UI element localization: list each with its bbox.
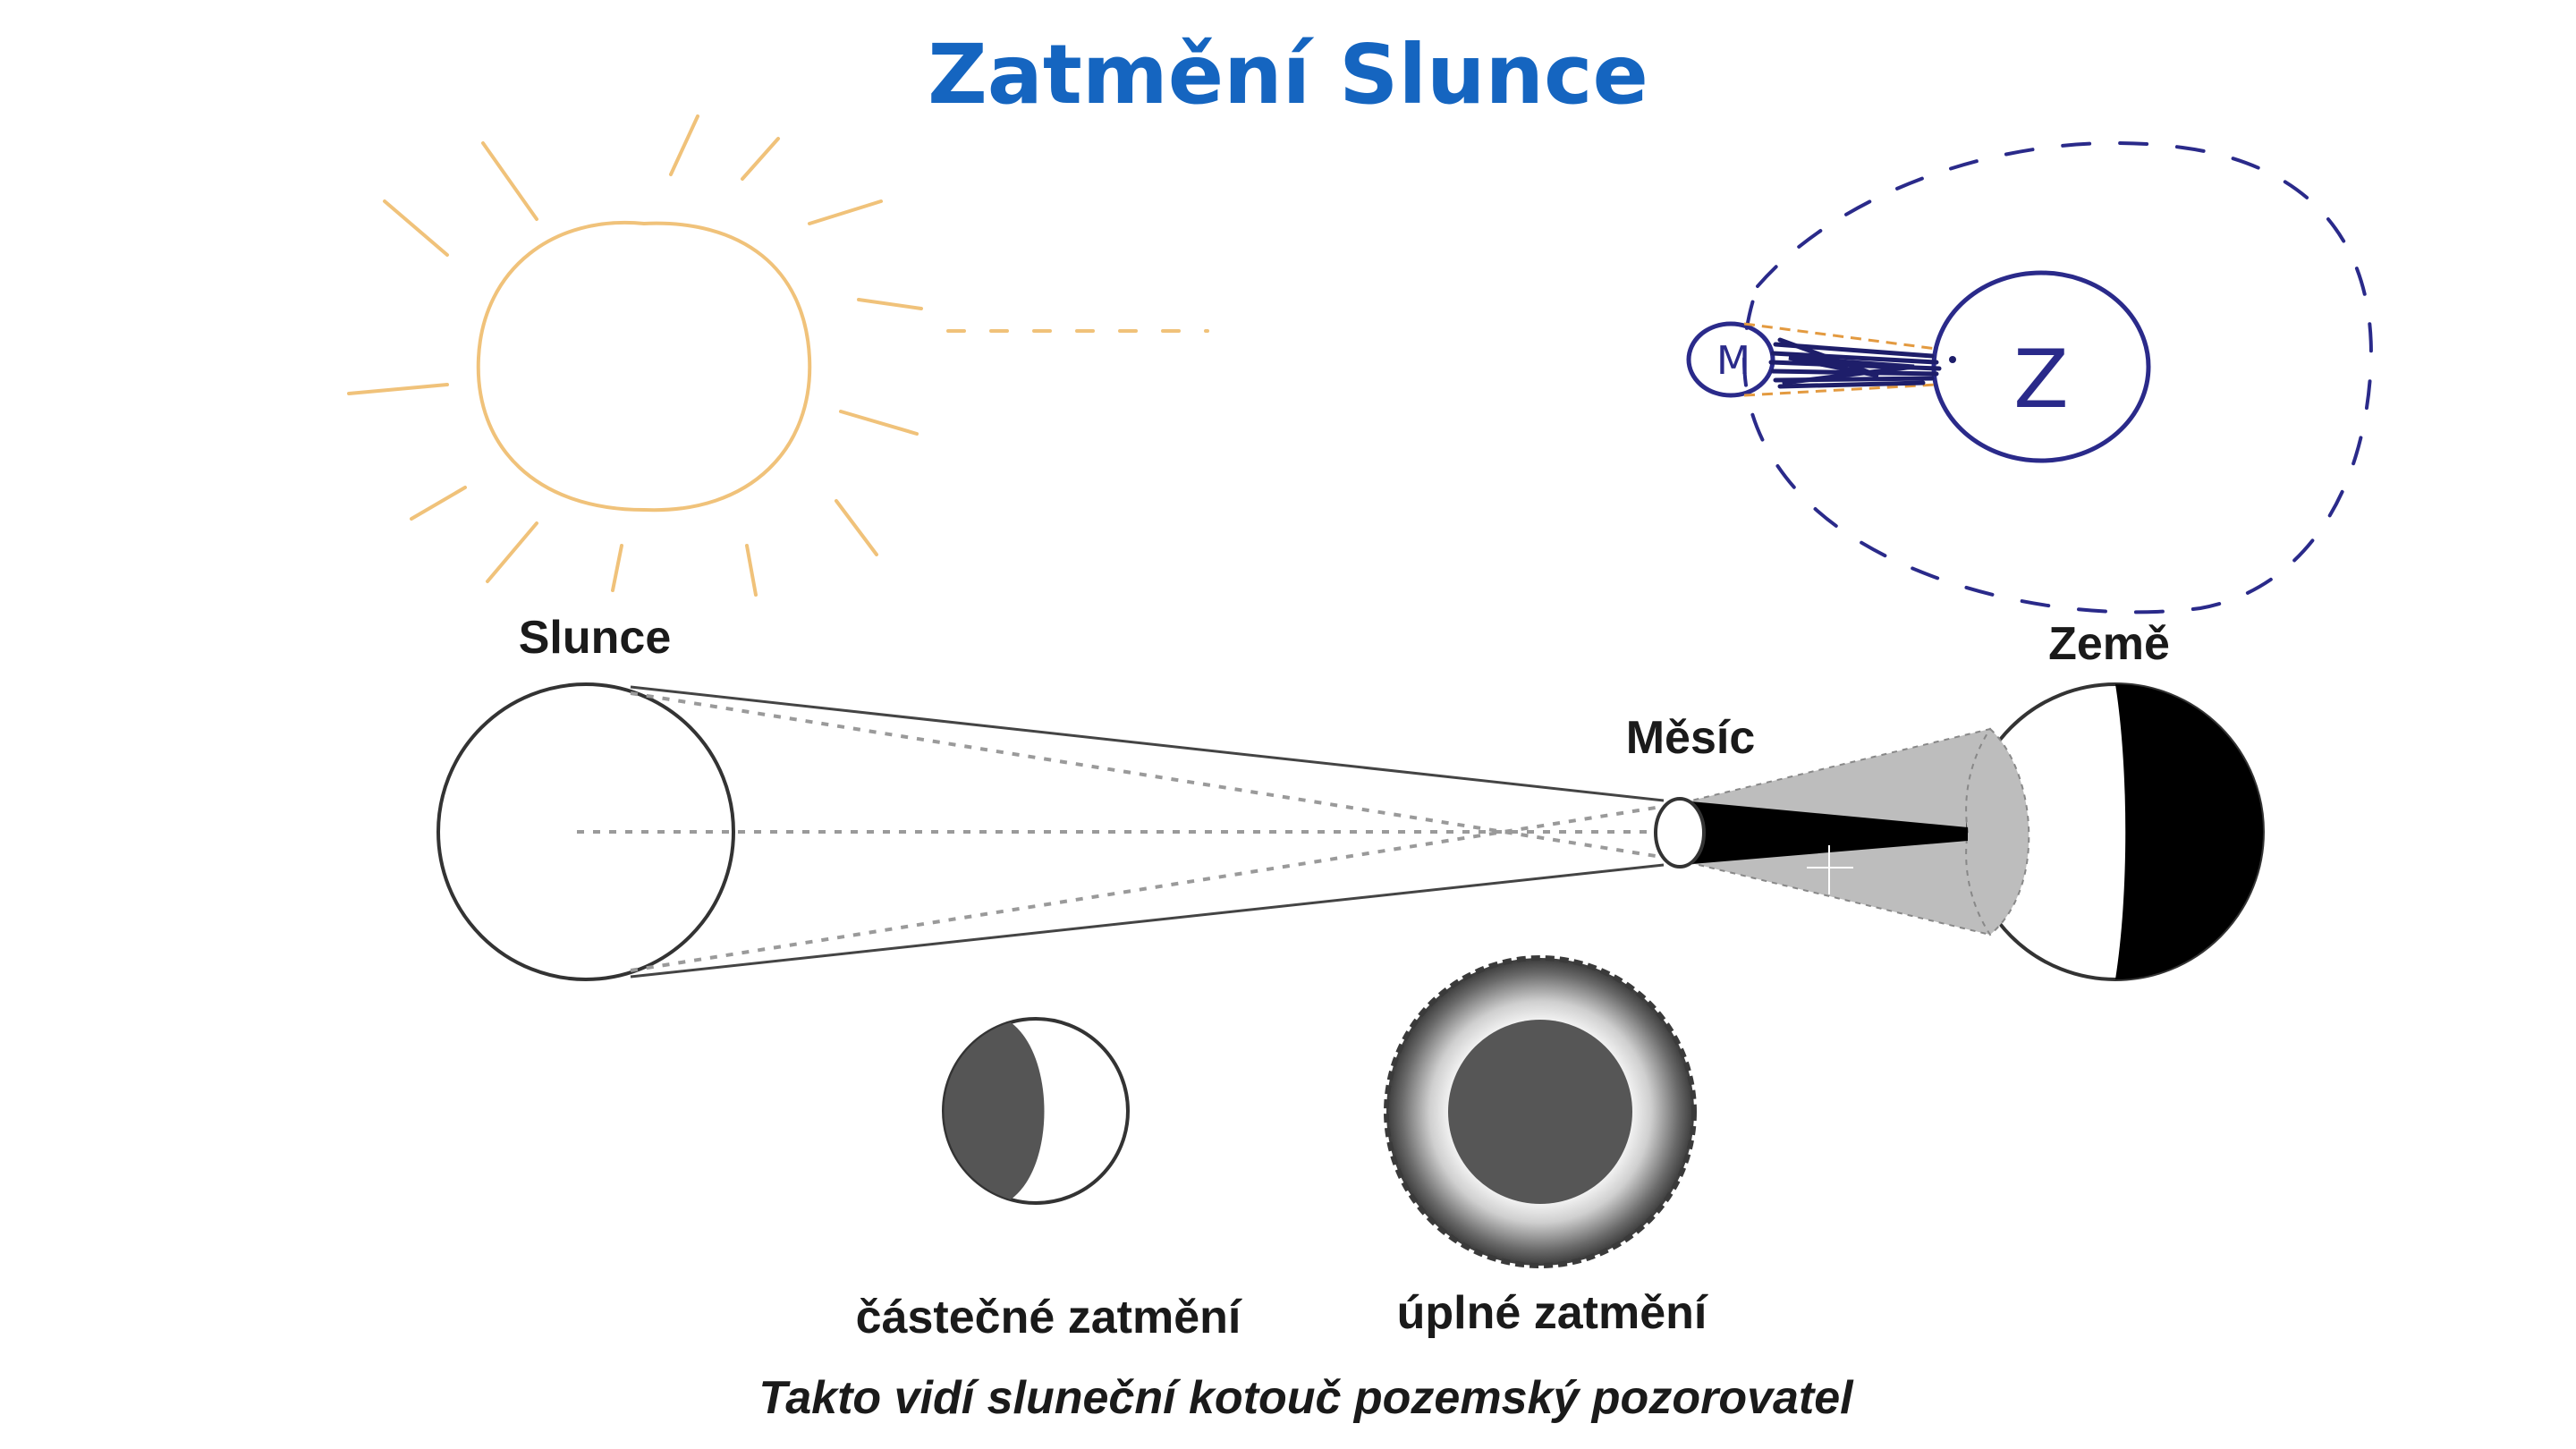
sun-sketch-rays — [347, 114, 923, 597]
penumbra-line-lower — [630, 803, 1674, 972]
sun-sketch-disc — [476, 220, 812, 513]
earth-night-side — [2115, 684, 2263, 979]
earth-label: Země — [2048, 618, 2170, 670]
earth-penumbra-patch — [1965, 727, 2030, 936]
umbra-region — [1682, 801, 1968, 865]
cursor-crosshair-icon — [1807, 845, 1853, 894]
shadow-sketch-outline — [1743, 322, 1937, 397]
observer-caption: Takto vidí sluneční kotouč pozemský pozo… — [758, 1372, 1854, 1424]
orbit-sketch: M Z — [1686, 140, 2373, 614]
moon-circle-icon — [1654, 797, 1706, 869]
page-title: Zatmění Slunce — [928, 27, 1648, 123]
total-eclipse-label: úplné zatmění — [1397, 1287, 1708, 1339]
penumbra-line-upper — [630, 691, 1674, 860]
earth-icon — [1965, 682, 2265, 981]
sun-sketch-icon — [347, 114, 1209, 597]
moon-label: Měsíc — [1626, 712, 1756, 764]
orbit-dashed-icon — [1742, 140, 2373, 614]
sun-circle-icon — [436, 682, 735, 981]
partial-eclipse-label: částečné zatmění — [856, 1292, 1242, 1343]
partial-eclipse-icon — [942, 1017, 1130, 1205]
tangent-upper — [630, 685, 1665, 802]
moon-sketch-icon — [1686, 321, 1775, 398]
moon-sketch-letter: M — [1716, 338, 1750, 384]
eclipse-geometry — [436, 682, 2265, 981]
total-eclipse-icon — [1384, 955, 1697, 1268]
earth-sketch-letter: Z — [2013, 333, 2069, 427]
shadow-sketch-scribble — [1768, 337, 1942, 389]
sun-label: Slunce — [519, 612, 672, 664]
tangent-lower — [630, 863, 1665, 979]
